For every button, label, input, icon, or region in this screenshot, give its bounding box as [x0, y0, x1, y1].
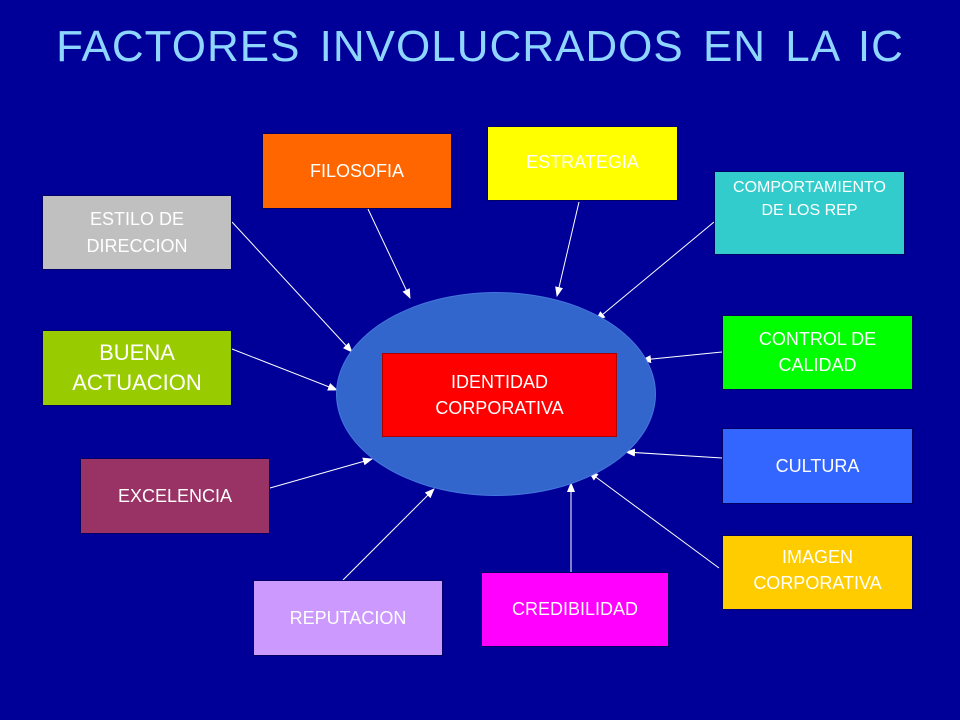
factor-estilo-de-direccion: ESTILO DE DIRECCION: [42, 195, 232, 270]
arrow-reputacion: [342, 488, 435, 581]
factor-credibilidad: CREDIBILIDAD: [481, 572, 669, 647]
factor-buena-actuacion: BUENA ACTUACION: [42, 330, 232, 406]
arrow-estrategia: [555, 201, 580, 297]
factor-filosofia: FILOSOFIA: [262, 133, 452, 209]
arrow-control: [641, 351, 723, 364]
factor-cultura: CULTURA: [722, 428, 913, 504]
factor-imagen-corporativa: IMAGEN CORPORATIVA: [722, 535, 913, 610]
factor-control-de-calidad: CONTROL DE CALIDAD: [722, 315, 913, 390]
arrow-buena: [231, 348, 338, 391]
factor-reputacion: REPUTACION: [253, 580, 443, 656]
arrow-estilo: [231, 221, 353, 353]
arrow-imagen: [588, 471, 720, 569]
factor-estrategia: ESTRATEGIA: [487, 126, 678, 201]
arrow-cultura: [625, 448, 723, 459]
arrow-comportamiento: [595, 221, 715, 321]
center-node-identidad: IDENTIDAD CORPORATIVA: [382, 353, 617, 437]
arrow-excelencia: [269, 457, 373, 489]
page-title: FACTORES INVOLUCRADOS EN LA IC: [56, 22, 904, 71]
arrow-filosofia: [367, 208, 411, 299]
factor-comportamiento: COMPORTAMIENTO DE LOS REP: [714, 171, 905, 255]
factor-excelencia: EXCELENCIA: [80, 458, 270, 534]
